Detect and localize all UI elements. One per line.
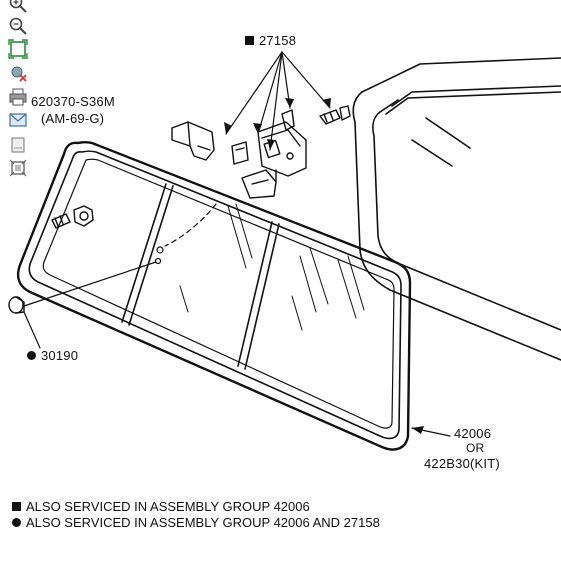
stop-bumper [8,261,157,314]
panel-dividers [121,183,280,370]
latch-path [164,203,217,247]
legend-dot-note: ALSO SERVICED IN ASSEMBLY GROUP 42006 AN… [12,515,380,530]
callout-bolt-code: (AM-69-G) [41,111,105,126]
legend-square-text: ALSO SERVICED IN ASSEMBLY GROUP 42006 [26,499,310,514]
zoom-out-icon[interactable] [8,16,28,36]
latch-assembly [171,105,351,199]
square-marker [12,502,21,511]
cab-panel [352,57,561,361]
square-marker [245,36,254,45]
part-number-30190: 30190 [41,348,79,363]
callout-27158: 27158 [245,33,296,48]
legend-dot-text: ALSO SERVICED IN ASSEMBLY GROUP 42006 AN… [26,515,380,530]
zoom-in-icon[interactable] [8,0,28,14]
dot-marker [27,351,36,360]
callout-30190: 30190 [27,348,78,363]
callout-or: OR [466,441,485,455]
part-number-27158: 27158 [259,33,297,48]
glass-reflections [179,203,365,331]
callout-42006: 42006 [454,426,492,441]
leader-lines [23,51,451,437]
email-icon[interactable] [8,110,28,130]
print-icon[interactable] [8,87,28,107]
crop-icon[interactable] [8,158,28,178]
legend-square-note: ALSO SERVICED IN ASSEMBLY GROUP 42006 [12,499,310,514]
viewer-toolbar [0,0,36,180]
dot-marker [12,518,21,527]
rear-window-frame [16,141,412,451]
page-icon[interactable] [8,135,28,155]
rotate-off-icon[interactable] [8,63,28,83]
fit-page-icon[interactable] [8,39,28,59]
arrowheads [224,98,424,434]
bolt-and-nut [51,205,94,229]
callout-bolt-part: 620370-S36M [31,94,115,109]
callout-422b30-kit: 422B30(KIT) [424,456,500,471]
